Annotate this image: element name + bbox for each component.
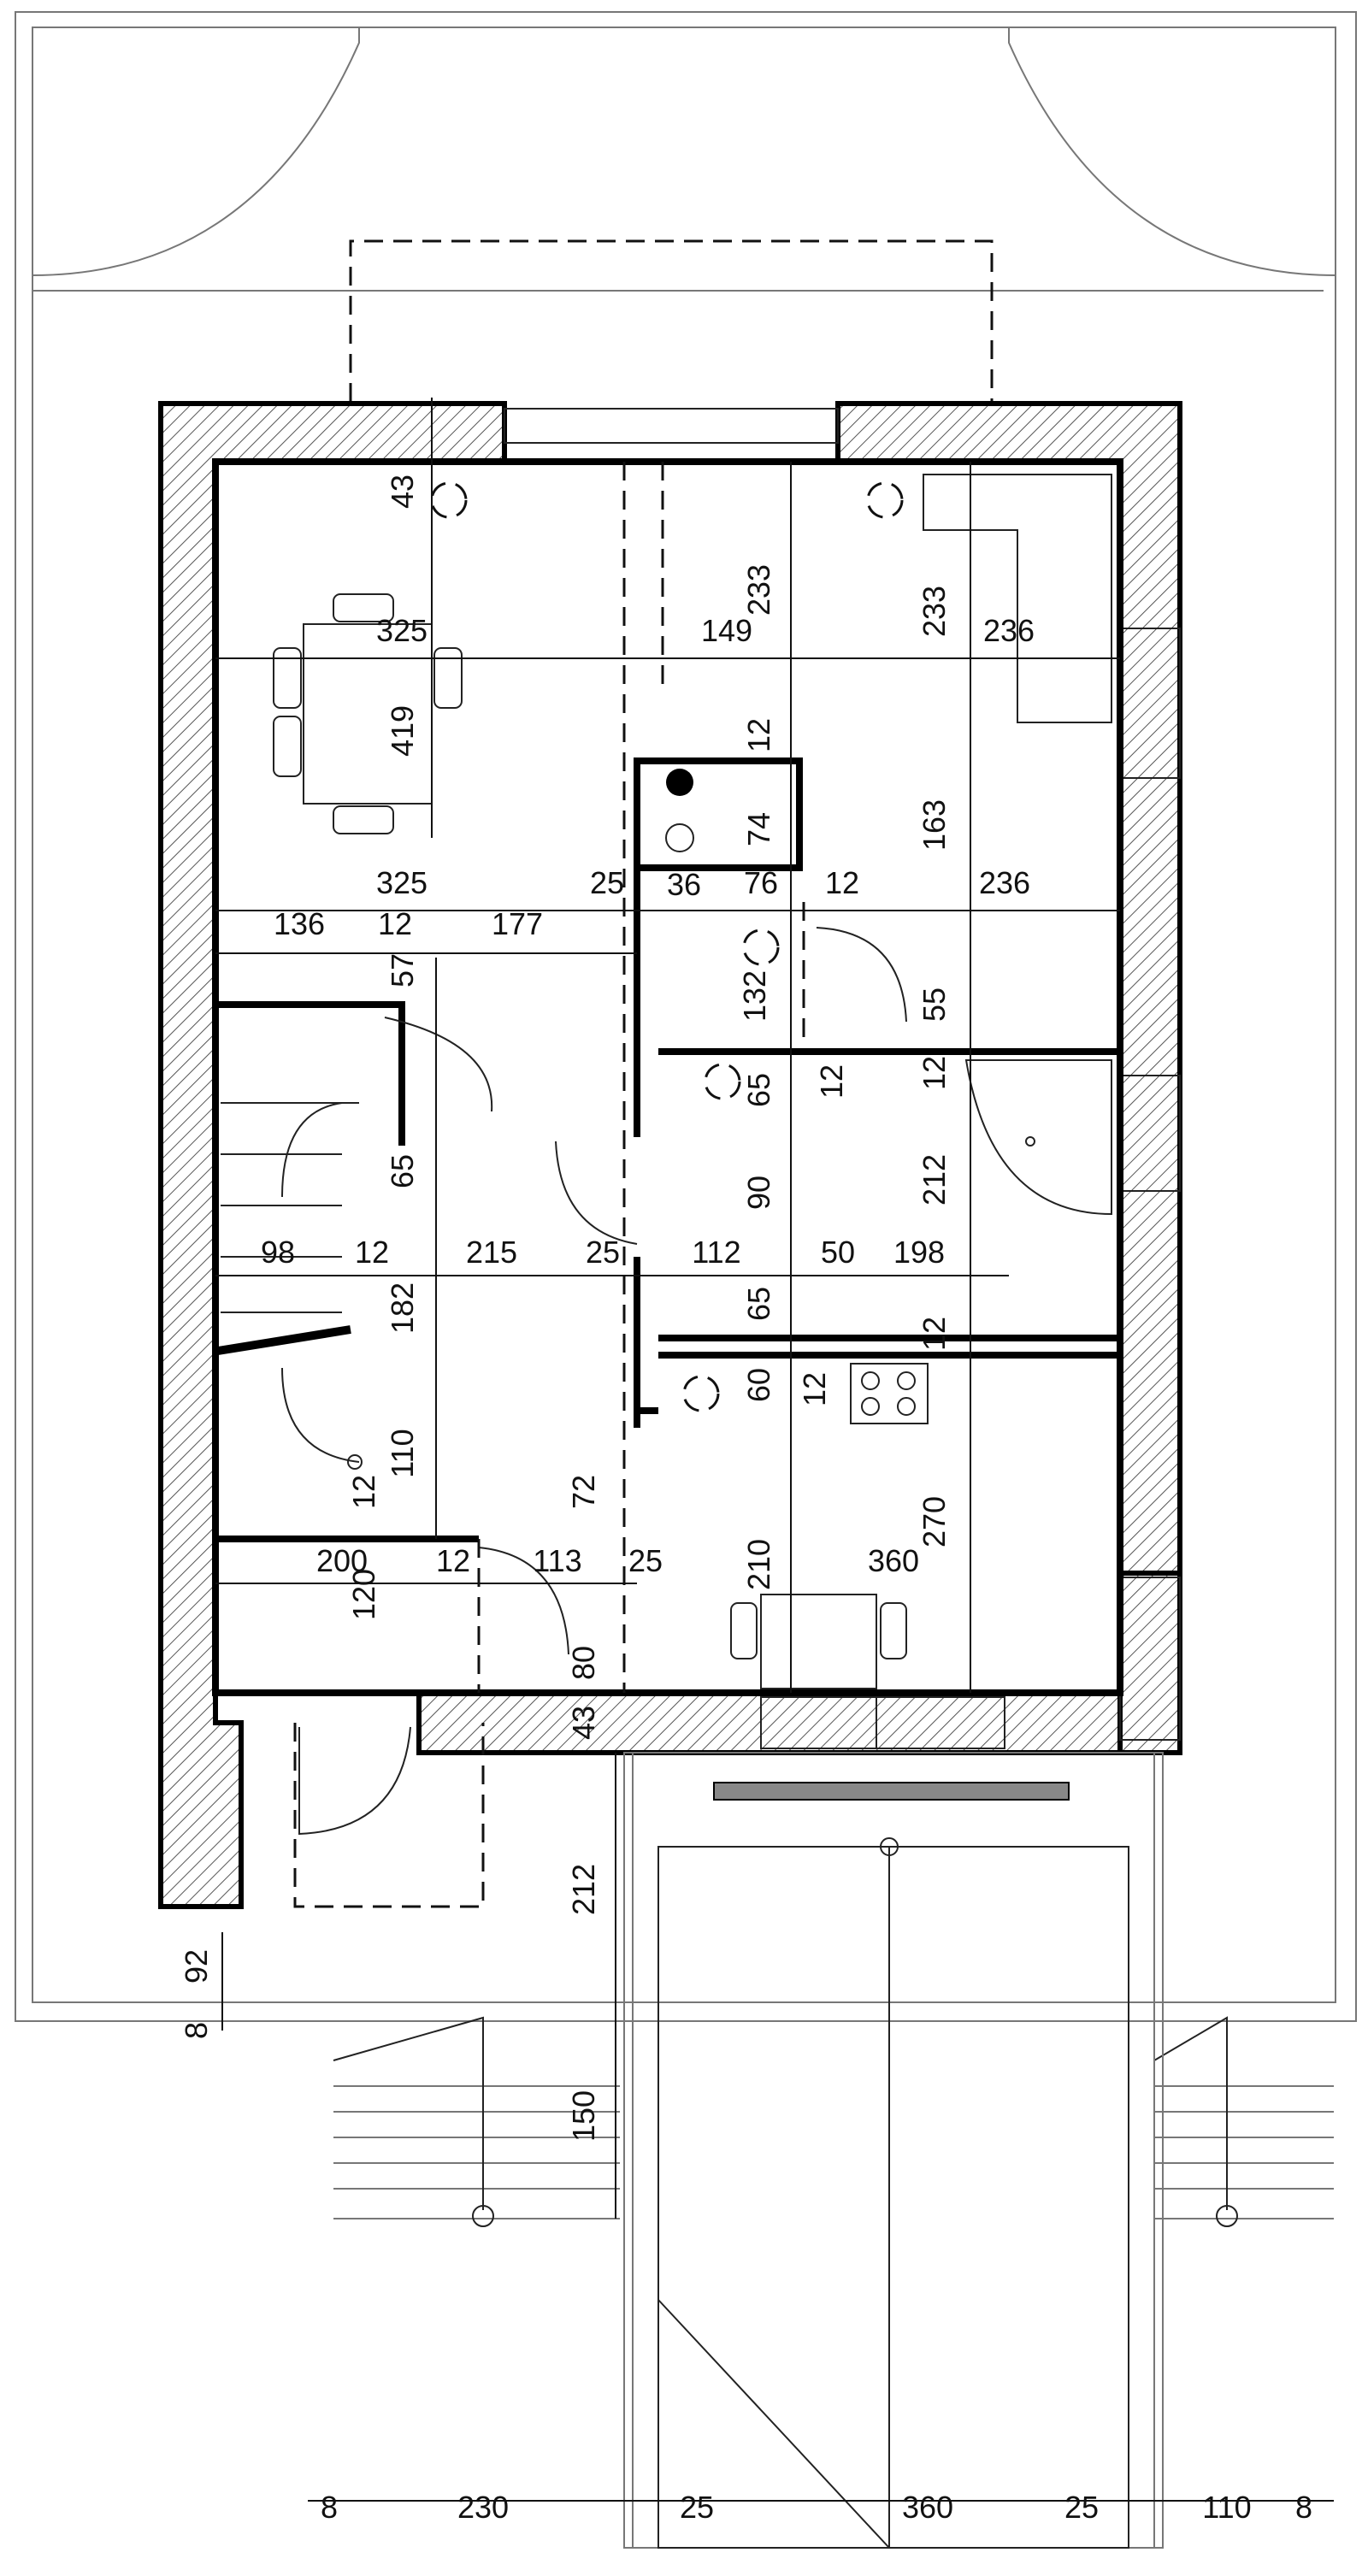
dimension-label-d12-d: 12 bbox=[814, 1064, 849, 1099]
chimney bbox=[665, 769, 694, 852]
dimension-label-d177: 177 bbox=[492, 906, 543, 941]
dimension-label-d12-b: 12 bbox=[825, 865, 859, 900]
driveway bbox=[623, 1752, 1164, 2549]
dimension-label-d25-b: 25 bbox=[586, 1235, 620, 1270]
dimension-label-d65-b: 65 bbox=[385, 1154, 420, 1188]
dimension-label-d12-h: 12 bbox=[797, 1372, 832, 1406]
dimension-label-d236-b: 236 bbox=[979, 865, 1030, 900]
ceiling-lamps bbox=[430, 481, 904, 1412]
dimension-label-d110-b: 110 bbox=[1202, 2490, 1251, 2525]
dimension-label-d136: 136 bbox=[274, 906, 325, 941]
dimension-label-d8-b: 8 bbox=[321, 2490, 338, 2525]
dimension-label-d72: 72 bbox=[566, 1475, 601, 1509]
dimension-label-d236-a: 236 bbox=[983, 613, 1035, 648]
dimension-label-d419: 419 bbox=[385, 705, 420, 757]
dimension-label-d233-b: 233 bbox=[917, 586, 952, 637]
dimension-label-d198: 198 bbox=[893, 1235, 945, 1270]
terrace-outline bbox=[349, 239, 994, 402]
dimension-label-d43-top: 43 bbox=[385, 475, 420, 509]
dimension-label-d120: 120 bbox=[346, 1569, 381, 1620]
dimension-label-d325-a: 325 bbox=[376, 613, 428, 648]
kitchen-stove bbox=[850, 1363, 929, 1424]
dimension-label-d200: 200 bbox=[316, 1543, 368, 1578]
staircase bbox=[217, 1102, 363, 1470]
dimension-label-d98: 98 bbox=[261, 1235, 295, 1270]
dimension-label-d12-f: 12 bbox=[355, 1235, 389, 1270]
dining-table-top bbox=[273, 593, 463, 834]
dimension-label-d25-a: 25 bbox=[590, 865, 624, 900]
dimension-label-d12-j: 12 bbox=[436, 1543, 470, 1578]
site-outline bbox=[15, 11, 1357, 2022]
dimension-label-d132: 132 bbox=[737, 970, 772, 1022]
dimension-label-d360-b: 360 bbox=[902, 2490, 953, 2525]
dimension-label-d60: 60 bbox=[741, 1368, 776, 1402]
windows bbox=[504, 408, 1181, 1749]
dimension-label-d25-e: 25 bbox=[1064, 2490, 1099, 2525]
dimension-label-d74: 74 bbox=[741, 812, 776, 846]
dimension-label-d212-a: 212 bbox=[917, 1154, 952, 1205]
dimension-label-d210: 210 bbox=[741, 1539, 776, 1590]
dimension-label-d182: 182 bbox=[385, 1282, 420, 1334]
dimension-label-d215: 215 bbox=[466, 1235, 517, 1270]
dimension-label-d12-g: 12 bbox=[917, 1317, 952, 1351]
dimension-label-d360-a: 360 bbox=[868, 1543, 919, 1578]
interior-walls bbox=[212, 458, 1123, 1696]
dimension-label-d43-b: 43 bbox=[566, 1706, 601, 1740]
dimension-label-d50: 50 bbox=[821, 1235, 855, 1270]
dimension-lines bbox=[215, 398, 1334, 2502]
dimension-label-d112: 112 bbox=[692, 1235, 740, 1270]
dimension-label-d36: 36 bbox=[667, 867, 701, 902]
dimension-label-d233-a: 233 bbox=[741, 564, 776, 616]
dimension-labels: 43 233 233 325 149 236 419 12 74 163 325 25 36 76 12 23… bbox=[179, 475, 1312, 2525]
dimension-label-d149: 149 bbox=[701, 613, 752, 648]
dimension-label-d270: 270 bbox=[917, 1496, 952, 1547]
dimension-label-d25-c: 25 bbox=[628, 1543, 663, 1578]
dimension-label-d12-e: 12 bbox=[917, 1056, 952, 1090]
dimension-label-d12-i: 12 bbox=[346, 1475, 381, 1509]
dimension-label-d150: 150 bbox=[566, 2090, 601, 2142]
dimension-label-d92: 92 bbox=[179, 1949, 214, 1984]
dimension-label-d8-a: 8 bbox=[179, 2022, 214, 2039]
dimension-label-d25-d: 25 bbox=[680, 2490, 714, 2525]
dashed-guides bbox=[477, 462, 805, 1693]
dimension-label-d65-a: 65 bbox=[741, 1073, 776, 1107]
dimension-label-d76: 76 bbox=[744, 865, 778, 900]
dimension-label-d230: 230 bbox=[457, 2490, 509, 2525]
dimension-label-d12-a: 12 bbox=[741, 718, 776, 752]
dimension-label-d8-c: 8 bbox=[1295, 2490, 1312, 2525]
dimension-label-d57: 57 bbox=[385, 953, 420, 987]
dimension-label-d110: 110 bbox=[385, 1429, 420, 1477]
dimension-label-d80: 80 bbox=[566, 1646, 601, 1680]
exterior-steps bbox=[333, 2016, 1334, 2227]
entrance bbox=[293, 1723, 485, 1908]
doors bbox=[384, 927, 907, 1655]
dimension-label-d163: 163 bbox=[917, 799, 952, 851]
dimension-label-d325-b: 325 bbox=[376, 865, 428, 900]
kitchen-table bbox=[730, 1594, 907, 1689]
dimension-label-d12-c: 12 bbox=[378, 906, 412, 941]
bathtub bbox=[964, 1059, 1112, 1216]
dimension-label-d90: 90 bbox=[741, 1176, 776, 1210]
dimension-label-d212-b: 212 bbox=[566, 1864, 601, 1915]
sofa bbox=[923, 474, 1112, 723]
dimension-label-d55: 55 bbox=[917, 987, 952, 1022]
dimension-label-d65-c: 65 bbox=[741, 1287, 776, 1321]
dimension-label-d113: 113 bbox=[533, 1543, 581, 1578]
